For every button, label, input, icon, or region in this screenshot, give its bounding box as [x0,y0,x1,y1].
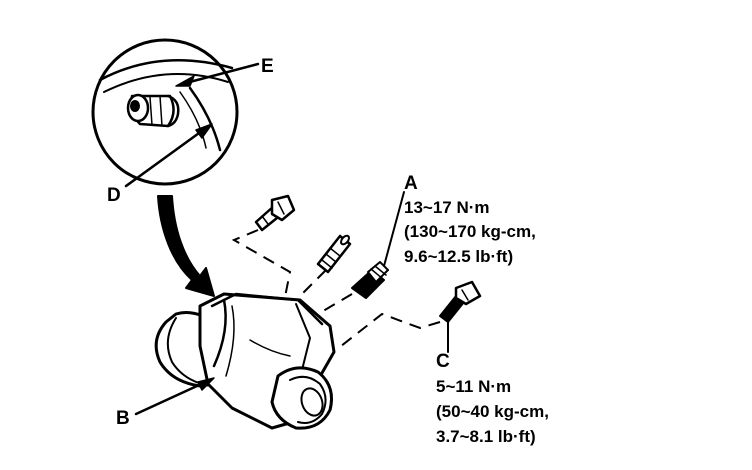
detail-inset [91,38,260,188]
brake-shoe-curve-outer [98,59,234,82]
torque-a-kgcm: (130~170 kg-cm, [404,222,536,241]
brake-shoe-curve-inner [103,73,229,93]
label-a: A [404,173,418,194]
torque-c-nm: 5~11 N·m [436,377,512,396]
upper-bolt [254,194,296,232]
label-e: E [261,56,274,77]
label-d: D [107,185,121,206]
torque-a-nm: 13~17 N·m [404,198,490,217]
torque-a-lbft: 9.6~12.5 lb·ft) [404,247,514,266]
detail-circle [91,38,239,186]
bleeder-screw [351,191,405,299]
lower-bolt [439,280,482,353]
arrow-b [197,377,215,391]
alignment-lines [231,229,441,351]
backing-plate-edge [188,86,222,152]
curved-arrow [157,195,215,297]
cylinder-end-detail [126,93,180,128]
leader-e [180,62,260,86]
label-b: B [116,408,130,429]
torque-c-lbft: 3.7~8.1 lb·ft) [436,427,536,446]
leader-a [383,191,405,267]
label-c: C [436,351,450,372]
bleeder-cap [316,234,352,274]
arrow-d [195,123,213,139]
torque-c-kgcm: (50~40 kg-cm, [436,402,549,421]
leader-d [124,126,208,188]
wheel-cylinder-body [134,292,336,430]
backing-plate-edge-2 [179,91,207,149]
leader-b [134,378,212,416]
arrow-e [175,75,195,87]
